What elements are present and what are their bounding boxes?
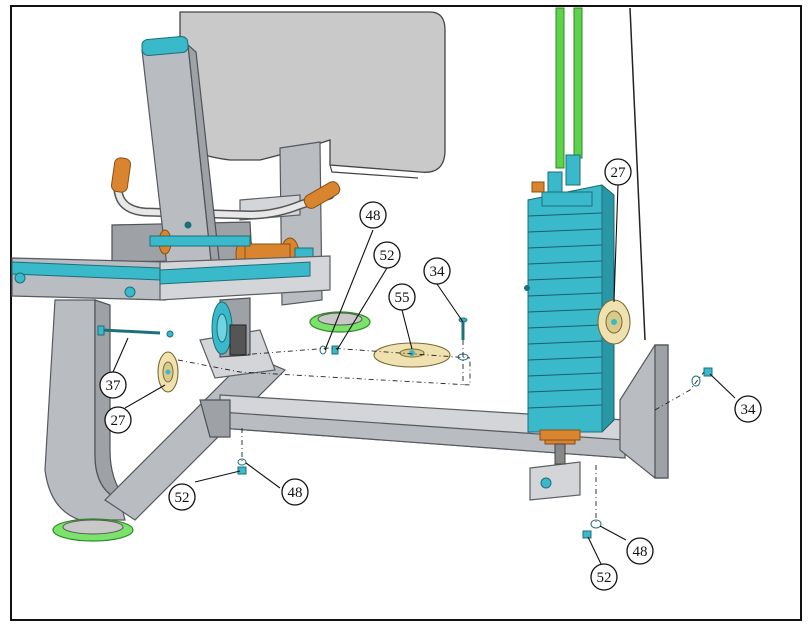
callout-52-right: 52 — [590, 563, 618, 591]
callout-52-top: 52 — [373, 241, 401, 269]
guide-rod-left — [555, 7, 565, 169]
callout-37: 37 — [99, 371, 127, 399]
callout-52-left: 52 — [168, 483, 196, 511]
pulley-27-stack — [597, 299, 631, 345]
callout-55: 55 — [388, 283, 416, 311]
callout-label: 55 — [395, 290, 410, 306]
back-pad — [179, 11, 446, 173]
weight-stack — [524, 154, 615, 441]
callout-label: 34 — [741, 402, 757, 418]
callout-label: 52 — [597, 570, 612, 586]
hardware-right-34 — [691, 367, 713, 387]
callout-label: 52 — [380, 248, 395, 264]
callout-27-stack: 27 — [604, 158, 632, 186]
pulley-27-left — [157, 351, 179, 393]
callout-label: 27 — [611, 165, 627, 181]
drawing-border — [10, 5, 802, 621]
handle-grip-right — [303, 181, 341, 209]
callout-34-right: 34 — [734, 395, 762, 423]
callout-label: 48 — [366, 208, 381, 224]
callout-27-left: 27 — [104, 406, 132, 434]
callout-label: 27 — [111, 413, 127, 429]
leader-lines — [112, 184, 736, 565]
callout-label: 52 — [175, 490, 190, 506]
handle-grip-left — [110, 157, 132, 193]
callout-label: 48 — [633, 544, 648, 560]
callout-34-center: 34 — [423, 257, 451, 285]
assembly-lines — [177, 340, 705, 524]
callout-48-right: 48 — [626, 537, 654, 565]
callout-label: 48 — [288, 485, 303, 501]
callout-48-left: 48 — [281, 478, 309, 506]
guide-rod-right — [573, 7, 583, 159]
callout-label: 37 — [106, 378, 122, 394]
callout-48-top: 48 — [359, 201, 387, 229]
pulley-55 — [373, 342, 451, 368]
callout-label: 34 — [430, 264, 446, 280]
column-cap — [141, 36, 189, 56]
